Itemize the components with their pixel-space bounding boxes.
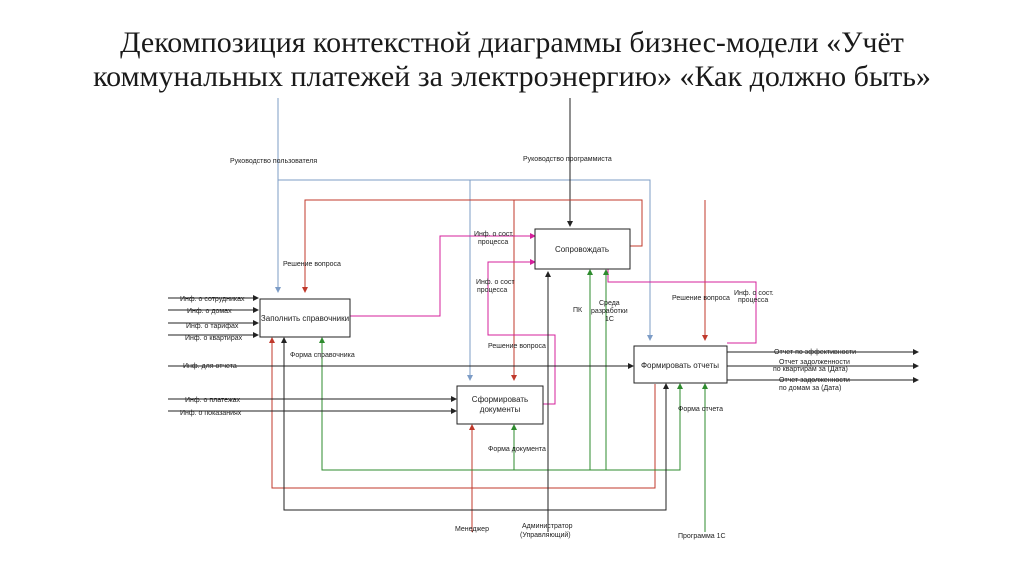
label-manager: Менеджер — [455, 526, 489, 533]
arrow-proc-state-2 — [487, 259, 556, 405]
label-decision-2: Решение вопроса — [488, 343, 546, 350]
label-form-document: Форма документа — [488, 446, 546, 453]
label-decision-1: Решение вопроса — [283, 261, 341, 268]
box-form-documents: Сформировать документы — [456, 385, 544, 425]
label-inf-tariffs: Инф. о тарифах — [186, 323, 239, 330]
box-form-label-2: документы — [480, 405, 521, 414]
label-inf-payments: Инф. о платежах — [185, 397, 241, 404]
label-proc-state-1a: Инф. о сост. — [474, 231, 514, 238]
label-proc-state-2a: Инф. о сост — [476, 279, 515, 286]
label-pc: ПК — [573, 307, 583, 314]
label-inf-apartments: Инф. о квартирах — [185, 335, 243, 342]
label-out-debt-apt-2: по квартирам за (Дата) — [773, 366, 848, 373]
title-line-1: Декомпозиция контекстной диаграммы бизне… — [120, 26, 904, 59]
box-support-label: Сопровождать — [555, 245, 609, 254]
label-form-report: Форма отчета — [678, 406, 723, 413]
arrow-user-guide-branch — [278, 179, 653, 341]
label-user-guide: Руководство пользователя — [230, 158, 317, 165]
feedback-arrows — [269, 199, 708, 532]
label-form-directory: Форма справочника — [290, 352, 355, 359]
box-fill-label: Заполнить справочники — [261, 314, 349, 323]
label-inf-report: Инф. для отчета — [183, 363, 237, 370]
arrow-decision-1 — [302, 199, 643, 293]
label-programmer-guide: Руководство программиста — [523, 156, 612, 163]
arrow-proc-state-1 — [350, 233, 536, 317]
box-form-reports: Формировать отчеты — [633, 345, 728, 384]
arrow-env-reports — [606, 383, 683, 471]
label-program-1c: Программа 1С — [678, 533, 726, 540]
label-inf-readings: Инф. о показаниях — [180, 410, 242, 417]
label-proc-state-3a: Инф. о сост. — [734, 290, 774, 297]
page-title: Декомпозиция контекстной диаграммы бизне… — [0, 26, 1024, 94]
arrow-labels: Руководство пользователя Руководство про… — [180, 156, 856, 540]
arrow-form-directory — [319, 337, 606, 471]
label-admin-2: (Управляющий) — [520, 531, 571, 539]
label-decision-3: Решение вопроса — [672, 295, 730, 302]
title-line-2: коммунальных платежей за электроэнергию»… — [93, 60, 931, 93]
control-arrows — [275, 98, 653, 381]
arrow-feedback-bottom — [269, 337, 656, 489]
box-reports-label: Формировать отчеты — [641, 361, 719, 370]
label-proc-state-3b: процесса — [738, 297, 768, 304]
box-fill-directories: Заполнить справочники — [259, 298, 351, 338]
label-env-1: Среда — [599, 300, 620, 307]
input-arrows — [168, 271, 919, 532]
label-out-debt-apt-1: Отчет задолженности — [779, 359, 850, 366]
label-proc-state-1b: процесса — [478, 239, 508, 246]
label-proc-state-2b: процесса — [477, 287, 507, 294]
output-arrows — [350, 233, 757, 405]
label-out-debt-house-2: по домам за (Дата) — [779, 385, 841, 392]
label-admin-1: Администратор — [522, 523, 573, 530]
box-support: Сопровождать — [534, 228, 631, 270]
label-env-2: разработки — [591, 307, 628, 315]
arrow-admin-branch — [281, 337, 548, 511]
label-env-3: 1С — [605, 316, 614, 323]
label-inf-houses: Инф. о домах — [187, 308, 232, 315]
label-out-debt-house-1: Отчет задолженности — [779, 377, 850, 384]
label-out-efficiency: Отчет по эффективности — [774, 349, 856, 356]
arrow-proc-state-3 — [607, 268, 757, 344]
box-form-label-1: Сформировать — [472, 395, 528, 404]
mechanism-arrows — [319, 269, 708, 532]
label-inf-employees: Инф. о сотрудниках — [180, 296, 245, 303]
arrow-admin-reports — [548, 383, 669, 511]
